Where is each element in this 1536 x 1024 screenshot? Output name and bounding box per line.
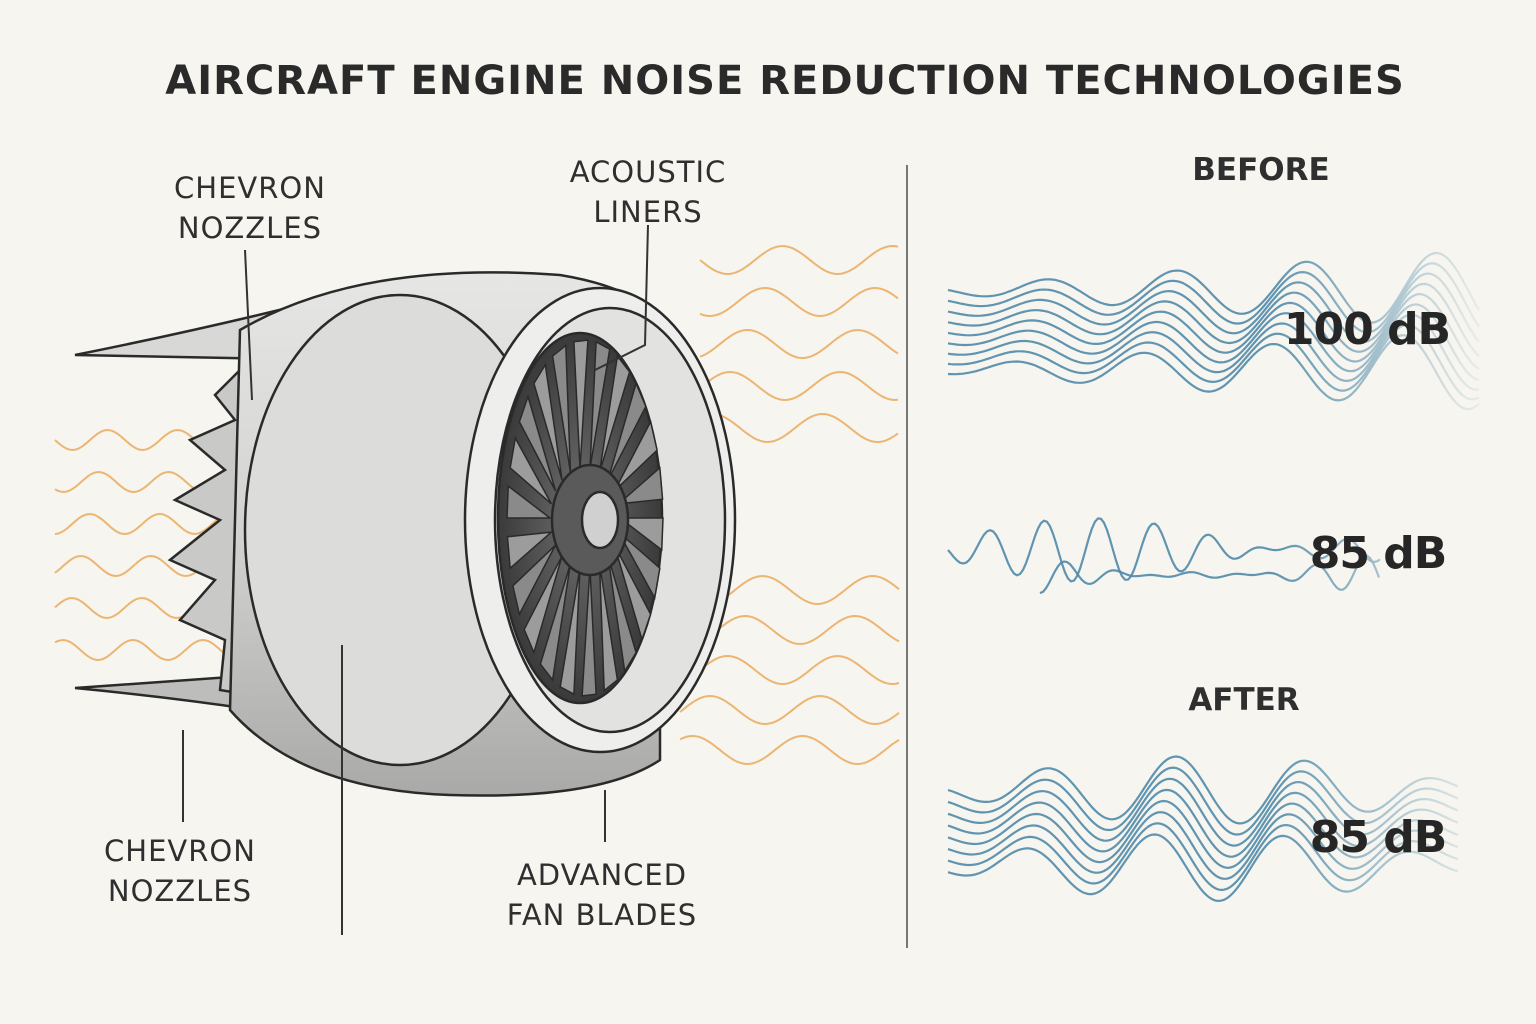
sound-waves (947, 251, 1480, 903)
after-db: 85 dB (1309, 812, 1448, 863)
label-advanced-fan-blades: ADVANCED FAN BLADES (507, 855, 697, 935)
fan-blade (613, 419, 658, 492)
fan-blade (539, 563, 572, 682)
label-line: NOZZLES (107, 874, 253, 908)
after-wave (947, 788, 1459, 858)
after-wave (947, 755, 1459, 825)
after-wave (947, 799, 1459, 869)
middle-db: 85 dB (1309, 528, 1448, 579)
fan-blade (533, 362, 563, 481)
label-line: CHEVRON (174, 171, 326, 205)
noise-wave-front-lower (679, 654, 900, 686)
label-line: CHEVRON (104, 834, 256, 868)
before-wave (947, 334, 1480, 411)
noise-wave-rear (54, 638, 236, 662)
label-line: LINERS (593, 195, 703, 229)
fan-blade (598, 563, 619, 693)
before-wave (947, 292, 1480, 370)
middle-wave (947, 517, 1381, 583)
label-chevron-nozzles-top: CHEVRON NOZZLES (174, 168, 326, 248)
fan-blade (551, 343, 572, 473)
fan-blade (613, 544, 652, 642)
fan-blade (559, 567, 581, 696)
fan-blade (512, 544, 557, 617)
after-label: AFTER (1188, 682, 1300, 718)
fan-blade (607, 381, 647, 481)
label-line: FAN BLADES (506, 898, 698, 932)
before-wave (947, 272, 1480, 344)
after-wave (947, 811, 1459, 880)
noise-wave-rear (54, 512, 236, 536)
fan-blade (589, 340, 611, 469)
after-wave (947, 766, 1459, 836)
jet-engine (74, 271, 737, 797)
fan-blade (617, 517, 664, 552)
fan-blade (523, 555, 563, 655)
fan-blade (598, 354, 631, 473)
fan-blade (506, 484, 553, 519)
fan-blade (617, 531, 661, 601)
label-acoustic-liners: ACOUSTIC LINERS (570, 152, 727, 232)
noise-wave-front-upper (699, 370, 899, 402)
fan-blade (573, 339, 589, 469)
middle-wave (1039, 554, 1381, 595)
after-wave (947, 822, 1459, 892)
after-wave (947, 777, 1459, 847)
fan-blade (509, 435, 553, 505)
before-label: BEFORE (1192, 152, 1330, 188)
before-wave (947, 323, 1480, 401)
fan-blade (607, 555, 637, 674)
page-title: AIRCRAFT ENGINE NOISE REDUCTION TECHNOLO… (165, 58, 1405, 104)
leader-lines (182, 224, 649, 935)
label-line: ACOUSTIC (569, 155, 727, 189)
fan-blade (616, 466, 664, 505)
label-chevron-nozzles-bottom: CHEVRON NOZZLES (104, 831, 256, 911)
before-wave (947, 282, 1480, 357)
before-db: 100 dB (1283, 304, 1451, 355)
noise-wave-front-lower (679, 694, 900, 726)
noise-wave-front-upper (699, 328, 899, 360)
label-line: NOZZLES (177, 211, 323, 245)
fan-blade (581, 567, 597, 697)
fan-blade (518, 394, 557, 492)
before-wave (947, 303, 1480, 381)
noise-wave-front-upper (699, 244, 899, 276)
fan-blade (506, 531, 554, 570)
before-wave (947, 313, 1480, 391)
after-wave (947, 833, 1459, 903)
label-line: ADVANCED (516, 858, 688, 892)
before-wave (947, 262, 1480, 334)
noise-wave-front-upper (699, 412, 899, 444)
before-wave (947, 251, 1480, 324)
noise-wave-front-upper (699, 286, 899, 318)
noise-wave-front-lower (679, 734, 900, 766)
